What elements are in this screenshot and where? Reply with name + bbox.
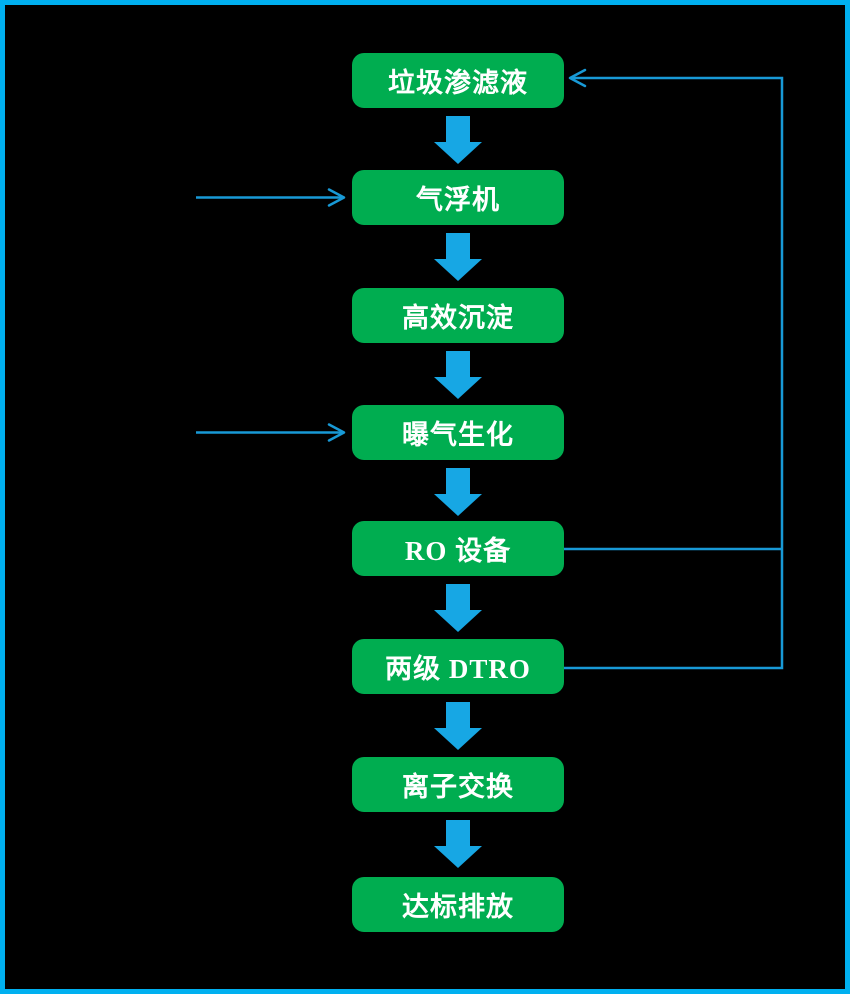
node-air-flotation: 气浮机	[352, 170, 564, 225]
arrow-shaft	[446, 233, 470, 259]
down-arrow-icon-7	[434, 820, 482, 868]
down-arrow-icon-5	[434, 584, 482, 632]
arrow-head	[434, 846, 482, 868]
node-dtro-label: 两级 DTRO	[385, 654, 531, 684]
recycle-line-dtro-to-leachate	[564, 68, 784, 670]
arrow-head	[434, 259, 482, 281]
node-ion-exchange: 离子交换	[352, 757, 564, 812]
arrow-head	[434, 142, 482, 164]
node-ion-exchange-label: 离子交换	[402, 772, 514, 802]
arrow-head	[434, 610, 482, 632]
arrow-head	[434, 494, 482, 516]
arrow-head	[434, 377, 482, 399]
down-arrow-icon-2	[434, 233, 482, 281]
down-arrow-icon-1	[434, 116, 482, 164]
down-arrow-icon-4	[434, 468, 482, 516]
node-ro-equipment: RO 设备	[352, 521, 564, 576]
node-leachate-label: 垃圾渗滤液	[388, 68, 528, 98]
node-air-flotation-label: 气浮机	[416, 185, 500, 215]
node-dtro: 两级 DTRO	[352, 639, 564, 694]
arrow-shaft	[446, 468, 470, 494]
node-sedimentation: 高效沉淀	[352, 288, 564, 343]
node-discharge-label: 达标排放	[402, 892, 514, 922]
node-ro-equipment-label: RO 设备	[404, 536, 512, 566]
arrow-head	[434, 728, 482, 750]
arrow-shaft	[446, 584, 470, 610]
node-discharge: 达标排放	[352, 877, 564, 932]
arrow-shaft	[446, 820, 470, 846]
arrow-shaft	[446, 351, 470, 377]
node-aeration: 曝气生化	[352, 405, 564, 460]
arrow-shaft	[446, 702, 470, 728]
arrow-shaft	[446, 116, 470, 142]
node-sedimentation-label: 高效沉淀	[402, 303, 514, 333]
down-arrow-icon-6	[434, 702, 482, 750]
node-aeration-label: 曝气生化	[402, 420, 514, 450]
node-leachate: 垃圾渗滤液	[352, 53, 564, 108]
down-arrow-icon-3	[434, 351, 482, 399]
